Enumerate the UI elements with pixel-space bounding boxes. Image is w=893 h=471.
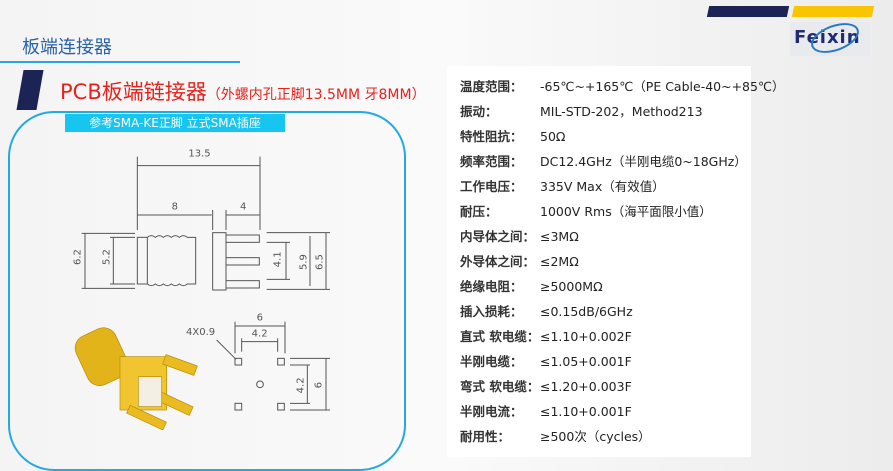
spec-label: 振动：	[460, 104, 498, 119]
spec-value: ≤0.15dB/6GHz	[540, 304, 633, 319]
product-heading: PCB板端链接器（外螺内孔正脚13.5MM 牙8MM）	[60, 76, 426, 106]
dim-label: 6	[257, 313, 263, 324]
spec-label: 半刚电缆：	[460, 354, 523, 369]
footprint-view	[216, 321, 330, 411]
spec-label: 特性阻抗：	[460, 129, 523, 144]
spec-value: ≥5000MΩ	[540, 279, 603, 294]
spec-row: 温度范围： -65℃~+165℃（PE Cable-40~+85℃）	[460, 76, 785, 95]
dim-label: 13.5	[188, 149, 210, 160]
feixin-logo: Feixin	[790, 17, 870, 59]
spec-value: 50Ω	[540, 129, 566, 144]
dim-label: 6.5	[315, 254, 326, 270]
spec-label: 耐用性：	[460, 429, 511, 444]
spec-value: ≤1.10+0.001F	[540, 404, 632, 419]
spec-row: 绝缘电阻： ≥5000MΩ	[460, 276, 603, 295]
spec-label: 外导体之间：	[460, 254, 536, 269]
page-title: 板端连接器	[22, 37, 112, 58]
spec-label: 温度范围：	[460, 79, 523, 94]
spec-label: 插入损耗：	[460, 304, 523, 319]
spec-panel: 温度范围： -65℃~+165℃（PE Cable-40~+85℃） 振动： MIL…	[447, 66, 785, 457]
spec-label: 耐压：	[460, 204, 498, 219]
spec-label: 直式 软电缆：	[460, 329, 540, 344]
dim-label: 5.2	[101, 249, 112, 265]
spec-label: 绝缘电阻：	[460, 279, 523, 294]
spec-row: 耐用性： ≥500次（cycles）	[460, 426, 651, 445]
spec-row: 外导体之间： ≤2MΩ	[460, 251, 579, 270]
dimension-drawing: 13.5 8 4 6.2 5.2 4.1 5.9 6.5 6 4.2 4X0.9…	[73, 149, 330, 430]
spec-row: 特性阻抗： 50Ω	[460, 126, 565, 145]
spec-label: 工作电压：	[460, 179, 523, 194]
spec-label: 内导体之间：	[460, 229, 536, 244]
spec-value: ≤2MΩ	[540, 254, 579, 269]
dim-label: 8	[172, 201, 178, 212]
dim-label: 6	[314, 382, 325, 388]
dim-label: 5.9	[299, 254, 310, 270]
spec-row: 工作电压： 335V Max（有效值）	[460, 176, 665, 195]
product-title: PCB板端链接器	[60, 80, 207, 104]
spec-row: 半刚电流： ≤1.10+0.001F	[460, 401, 632, 420]
spec-label: 半刚电流：	[460, 404, 523, 419]
spec-value: ≤3MΩ	[540, 229, 579, 244]
decor-slash	[16, 70, 44, 110]
spec-value: 335V Max（有效值）	[540, 179, 665, 194]
decor-bar-yellow	[791, 6, 875, 17]
spec-value: 1000V Rms（海平面限小值）	[540, 204, 712, 219]
spec-value: ≤1.20+0.003F	[540, 379, 632, 394]
spec-row: 半刚电缆： ≤1.05+0.001F	[460, 351, 632, 370]
spec-row: 耐压： 1000V Rms（海平面限小值）	[460, 201, 712, 220]
spec-row: 弯式 软电缆：≤1.20+0.003F	[460, 376, 632, 395]
dim-label: 4	[240, 201, 246, 212]
spec-value: ≤1.05+0.001F	[540, 354, 632, 369]
logo-text: Feixin	[794, 27, 861, 48]
spec-label: 弯式 软电缆：	[460, 379, 540, 394]
connector-photo	[74, 327, 198, 430]
spec-value: ≤1.10+0.002F	[540, 329, 632, 344]
spec-value: -65℃~+165℃（PE Cable-40~+85℃）	[540, 79, 785, 94]
spec-row: 插入损耗： ≤0.15dB/6GHz	[460, 301, 633, 320]
product-tag: 参考SMA-KE正脚 立式SMA插座	[65, 114, 285, 132]
product-subtitle: （外螺内孔正脚13.5MM 牙8MM）	[206, 87, 426, 103]
decor-bar-navy	[706, 6, 790, 17]
dim-label: 6.2	[73, 249, 84, 265]
spec-value: MIL-STD-202，Method213	[540, 104, 703, 119]
spec-row: 振动： MIL-STD-202，Method213	[460, 101, 703, 120]
spec-value: DC12.4GHz（半刚电缆0~18GHz）	[540, 154, 747, 169]
dim-label: 4.2	[252, 329, 268, 340]
spec-label: 频率范围：	[460, 154, 523, 169]
dim-label: 4.1	[273, 251, 284, 267]
side-view	[81, 156, 330, 291]
dim-label: 4.2	[295, 377, 306, 393]
spec-value: ≥500次（cycles）	[540, 429, 651, 444]
title-divider	[0, 61, 240, 63]
dim-label: 4X0.9	[186, 327, 215, 338]
spec-row: 内导体之间： ≤3MΩ	[460, 226, 579, 245]
spec-row: 频率范围： DC12.4GHz（半刚电缆0~18GHz）	[460, 151, 747, 170]
spec-row: 直式 软电缆：≤1.10+0.002F	[460, 326, 632, 345]
